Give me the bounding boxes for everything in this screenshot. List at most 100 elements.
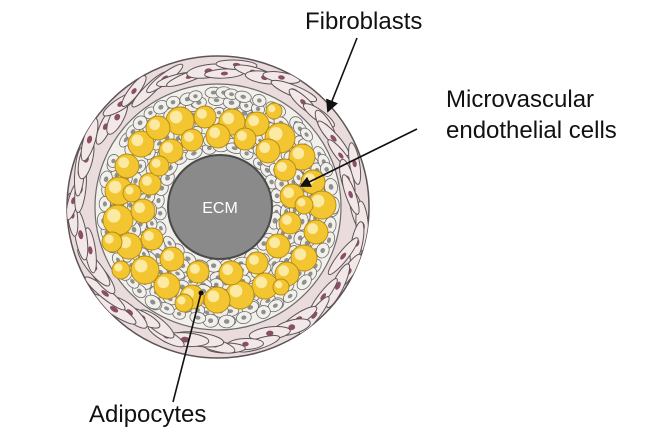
fibroblast-nucleus (330, 134, 337, 142)
endothelial-nucleus (229, 92, 234, 97)
microvascular-label-line2: endothelial cells (446, 117, 617, 144)
endothelial-nucleus (301, 279, 307, 285)
endothelial-nucleus (240, 94, 246, 99)
adipocyte-highlight (114, 263, 123, 272)
adipocyte-highlight (131, 134, 144, 147)
adipocyte-highlight (118, 157, 130, 169)
endothelial-nucleus (241, 315, 247, 320)
endothelial-nucleus (156, 198, 161, 204)
endothelial-nucleus (157, 211, 163, 216)
endothelial-nucleus (149, 221, 154, 226)
adipocyte-cell (203, 286, 231, 314)
endothelial-nucleus (195, 315, 201, 320)
fibroblast-nucleus (114, 113, 121, 121)
endothelial-nucleus (228, 100, 235, 105)
fibroblast-cells (67, 59, 369, 354)
adipocyte-highlight (275, 281, 283, 289)
adipocyte-highlight (196, 108, 207, 119)
endothelial-nucleus (185, 256, 191, 261)
endothelial-nucleus (287, 293, 293, 299)
adipocyte-cell (130, 198, 156, 224)
adipocyte-highlight (177, 296, 186, 305)
adipocyte-highlight (104, 234, 114, 244)
adipocyte-highlight (162, 142, 174, 154)
endothelial-nucleus (137, 120, 143, 126)
adipocyte-cell (233, 127, 257, 151)
endothelial-cell (252, 94, 267, 107)
adipocyte-highlight (169, 110, 183, 124)
adipocyte-highlight (157, 276, 170, 289)
endothelial-nucleus (204, 310, 210, 315)
adipocyte-highlight (149, 119, 161, 131)
endothelial-nucleus (255, 106, 261, 112)
endothelial-nucleus (176, 311, 182, 316)
adipocyte-highlight (281, 214, 292, 225)
adipocyte-cell (115, 232, 143, 260)
endothelial-cell (144, 294, 161, 310)
endothelial-nucleus (142, 251, 146, 257)
endothelial-nucleus (123, 137, 129, 143)
endothelial-nucleus (274, 193, 280, 199)
adipocyte-highlight (276, 161, 287, 172)
fibroblast-nucleus (278, 75, 285, 80)
adipocyte-cell (265, 233, 291, 259)
adipocyte-highlight (143, 230, 154, 241)
adipocyte-highlight (222, 112, 235, 125)
endothelial-nucleus (269, 179, 274, 185)
adipocyte-highlight (283, 187, 295, 199)
fibroblast-cell (348, 142, 362, 185)
adipocyte-cell (111, 260, 131, 280)
adipocyte-cell (174, 293, 194, 313)
adipocyte-cells (101, 102, 337, 314)
endothelial-nucleus (320, 247, 325, 254)
inner-tissue (94, 83, 342, 331)
adipocyte-cell (278, 211, 302, 235)
endothelial-cell (222, 96, 241, 110)
adipocyte-highlight (297, 198, 306, 207)
endothelial-leader-line (299, 128, 418, 187)
endothelial-nucleus (155, 253, 161, 259)
adipocyte-cell (102, 204, 134, 236)
endothelial-nucleus (133, 178, 138, 184)
adipocyte-highlight (108, 180, 122, 194)
endothelial-cell (300, 127, 313, 142)
endothelial-nucleus (193, 94, 198, 99)
adipocyte-cell (205, 123, 231, 149)
adipocyte-highlight (163, 250, 175, 262)
adipocyte-highlight (292, 147, 305, 160)
endothelial-cell (132, 115, 148, 131)
adipocyte-cell (127, 130, 155, 158)
endothelial-nucleus (170, 100, 176, 105)
annotations: Fibroblasts Microvascular endothelial ce… (89, 8, 617, 428)
endothelial-nucleus (287, 234, 293, 240)
adipocyte-cell (145, 115, 171, 141)
adipocyte-highlight (269, 237, 281, 249)
fibroblast-nucleus (220, 71, 228, 76)
endothelial-cell (319, 162, 334, 177)
endothelial-nucleus (213, 98, 220, 103)
adipocyte-highlight (311, 194, 325, 208)
adipocyte-highlight (236, 130, 247, 141)
adipocyte-cell (265, 102, 283, 120)
adipocyte-highlight (268, 105, 276, 113)
adipocyte-cell (148, 155, 170, 177)
adipocyte-highlight (189, 263, 200, 274)
endothelial-nucleus (150, 299, 156, 305)
fibroblast-cell (341, 174, 360, 215)
adipocyte-cell (272, 278, 290, 296)
fibroblast-nucleus (338, 152, 344, 159)
fibroblast-nucleus (266, 330, 274, 336)
adipocyte-highlight (294, 248, 307, 261)
fibroblast-nucleus (348, 190, 353, 199)
endothelial-nucleus (326, 237, 332, 244)
endothelial-nucleus (327, 222, 333, 229)
endothelial-cell (256, 305, 271, 319)
adipocyte-highlight (307, 223, 319, 235)
ecm-core: ECM (167, 154, 273, 260)
endothelial-nucleus (159, 226, 163, 231)
endothelial-cell (218, 314, 236, 329)
endothelial-nucleus (304, 240, 310, 247)
endothelial-cell (236, 311, 252, 325)
fibroblast-nucleus (320, 293, 327, 301)
fibroblast-nucleus (300, 99, 306, 105)
